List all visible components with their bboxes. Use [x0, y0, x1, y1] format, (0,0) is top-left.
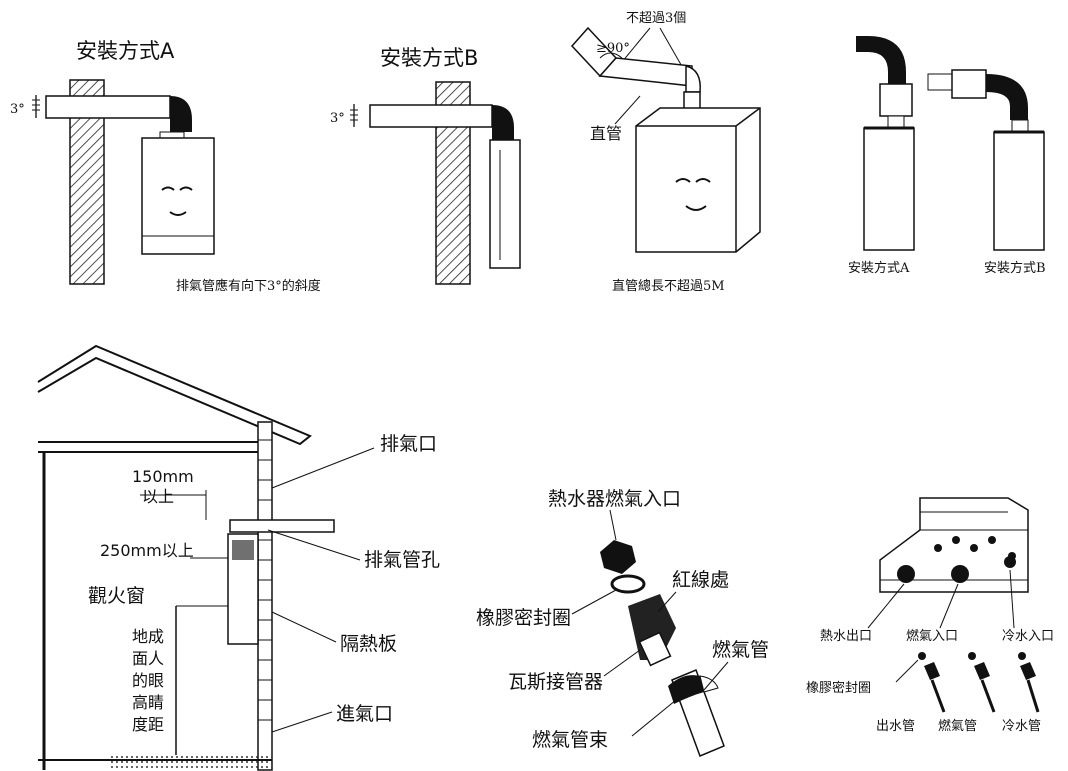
flue-elbow-b	[492, 105, 514, 140]
height-text-4: 高睛	[132, 693, 164, 712]
house-section: 150mm 以上 250mm以上 觀火窗 地成 面人 的眼 高睛 度距 排氣口 …	[37, 344, 440, 771]
gas-pipe-small-label: 燃氣管	[938, 718, 977, 734]
hot-outlet-port	[897, 565, 915, 583]
heater-bottom-frame	[879, 497, 1029, 593]
cold-pipe-label: 冷水管	[1002, 719, 1041, 734]
heater-d-a	[863, 127, 915, 251]
clearance-mid-label: 250mm以上	[100, 541, 194, 560]
adapter-a	[879, 83, 913, 117]
roof	[37, 344, 312, 446]
angle-label: ≥90°	[596, 41, 630, 56]
outlet-pipe-label: 出水管	[876, 719, 915, 734]
cold-pipe-fitting	[1020, 662, 1040, 713]
slope-caption: 排氣管應有向下3°的斜度	[176, 278, 321, 294]
rubber-seal-label: 橡膠密封圈	[476, 607, 571, 629]
height-text-3: 的眼	[132, 671, 164, 690]
rubber-seal-small-label: 橡膠密封圈	[806, 680, 871, 696]
clearance-top-suffix: 以上	[142, 487, 174, 506]
flue-elbow-a	[170, 96, 192, 132]
adapter-b	[951, 69, 987, 99]
flue-pipe-b	[369, 104, 493, 128]
insulation-label: 隔熱板	[340, 633, 397, 655]
flue-hole-label: 排氣管孔	[364, 549, 440, 571]
heater-bottom-connections: 熱水出口 燃氣入口 冷水入口 橡膠密封圈 出水管 燃氣管 冷水管	[806, 497, 1054, 734]
variant-a-label: 安裝方式A	[848, 260, 910, 276]
heater-gas-inlet-label: 熱水器燃氣入口	[548, 488, 681, 510]
gas-connector-label: 瓦斯接管器	[508, 671, 603, 693]
slope-label-a: 3°	[10, 102, 25, 117]
cold-inlet-port	[1004, 556, 1016, 568]
gas-inlet-label: 燃氣入口	[906, 628, 958, 644]
heater-d-b	[993, 131, 1045, 251]
height-text-5: 度距	[132, 715, 164, 734]
gas-connector-diagram: 熱水器燃氣入口 橡膠密封圈 紅線處 瓦斯接管器 燃氣管 燃氣管束	[476, 488, 769, 757]
nut	[600, 540, 636, 574]
variant-b-label: 安裝方式B	[984, 260, 1046, 276]
outlet-pipe-fitting	[924, 662, 946, 713]
panel-install-a: 安裝方式A 3° 排氣管應有向下3°的斜度	[10, 39, 321, 294]
panel-connection-variants: 安裝方式A 安裝方式B	[848, 36, 1046, 276]
seal-ring	[610, 574, 646, 594]
gas-pipe-label: 燃氣管	[712, 639, 769, 661]
panel-elbow-limit: 不超過3個 ≥90° 直管 直管總長不超過5M	[570, 11, 761, 294]
straight-pipe-label: 直管	[590, 124, 622, 143]
panel-install-b: 安裝方式B 3°	[330, 46, 521, 285]
air-inlet-label: 進氣口	[336, 703, 393, 725]
red-line-label: 紅線處	[672, 569, 729, 591]
gas-clamp-label: 燃氣管束	[532, 729, 608, 751]
gas-inlet-port	[951, 565, 969, 583]
slope-label-b: 3°	[330, 111, 345, 126]
hot-outlet-label: 熱水出口	[820, 629, 872, 644]
heater-b-side	[489, 139, 521, 269]
heater-a	[141, 137, 215, 255]
straight-length-caption: 直管總長不超過5M	[612, 278, 725, 294]
height-text-2: 面人	[132, 649, 164, 668]
flue-horizontal	[229, 519, 335, 533]
exterior-wall	[257, 421, 273, 771]
gas-pipe-fitting	[974, 662, 996, 713]
flue-pipe-a	[45, 95, 171, 119]
panel-b-title: 安裝方式B	[380, 46, 478, 70]
exhaust-outlet-label: 排氣口	[380, 433, 437, 455]
observation-window-label: 觀火窗	[88, 585, 145, 607]
pipe-clamp	[668, 675, 704, 704]
elbow-limit-label: 不超過3個	[626, 11, 686, 26]
panel-a-title: 安裝方式A	[76, 39, 175, 63]
clearance-top-value: 150mm	[132, 467, 194, 486]
cold-inlet-label: 冷水入口	[1002, 629, 1054, 644]
height-text-1: 地成	[132, 627, 164, 646]
